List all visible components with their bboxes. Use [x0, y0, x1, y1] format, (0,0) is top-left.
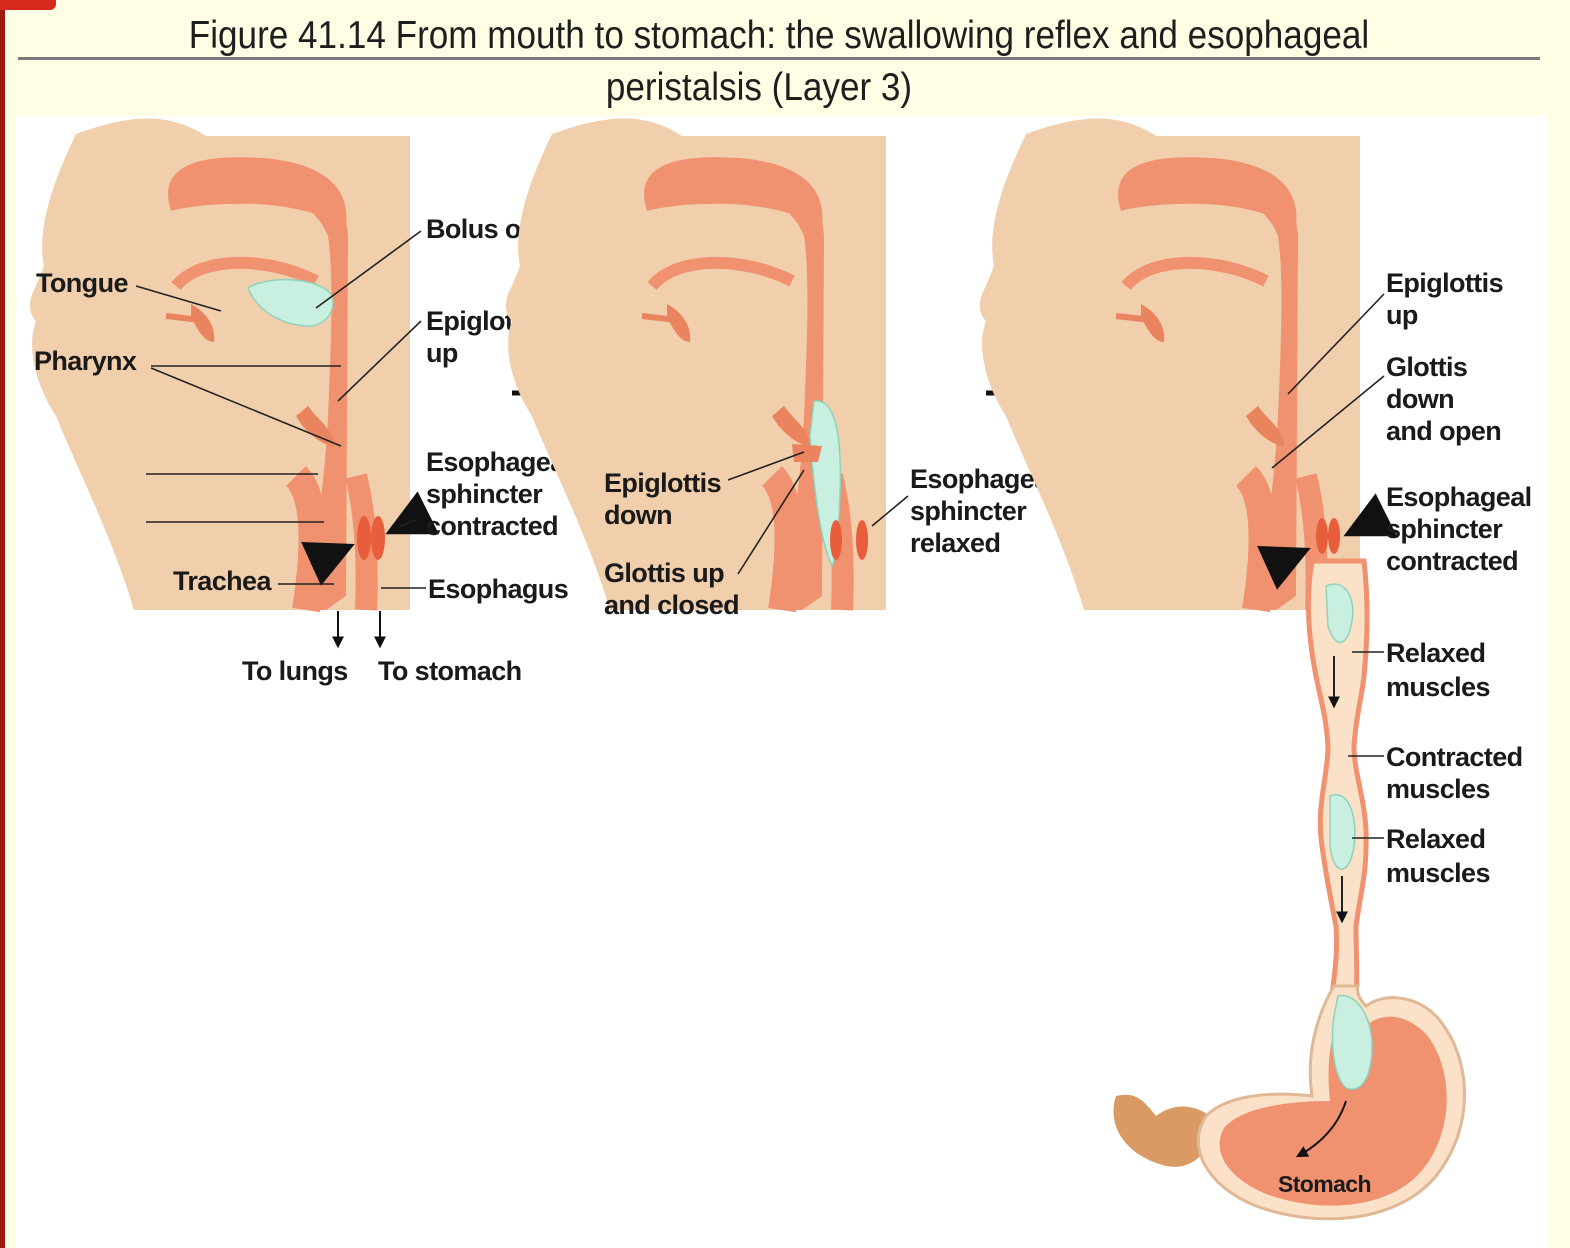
- leader-glottis-up: [737, 469, 805, 575]
- label-trachea: Trachea: [173, 566, 272, 596]
- label-tongue: Tongue: [36, 268, 128, 298]
- swallowing-diagram: Bolus of food Tongue Pharynx Epiglottis …: [16, 116, 1532, 1221]
- sphincter2-left: [830, 520, 842, 560]
- label-pharynx: Pharynx: [34, 346, 137, 376]
- label-sphincter-3c: contracted: [1386, 546, 1518, 576]
- bolus-of-food: [247, 278, 334, 327]
- figure-title-line-2: peristalsis (Layer 3): [605, 66, 913, 109]
- figure-title-line-1: Figure 41.14 From mouth to stomach: the …: [188, 14, 1370, 57]
- label-glottis-down-2: down: [1386, 384, 1454, 414]
- leader-bolus: [315, 230, 422, 309]
- label-esophagus: Esophagus: [428, 574, 568, 604]
- sphincter3-arrow-left: [1257, 546, 1311, 590]
- label-glottis-up-1: Glottis up: [604, 558, 724, 588]
- sphincter3-left: [1316, 518, 1328, 554]
- label-relaxed-1b: muscles: [1386, 672, 1490, 702]
- esophagus-tube: [1306, 558, 1370, 999]
- label-relaxed-1a: Relaxed: [1386, 638, 1485, 668]
- label-sphincter-2b: sphincter: [910, 496, 1027, 526]
- figure-panel: Bolus of food Tongue Pharynx Epiglottis …: [16, 116, 1548, 1248]
- label-glottis-down-3: and open: [1386, 416, 1501, 446]
- slide-edge-bar: [0, 0, 5, 1248]
- label-relaxed-2b: muscles: [1386, 858, 1490, 888]
- label-contracted-2: muscles: [1386, 774, 1490, 804]
- label-sphincter-3b: sphincter: [1386, 514, 1503, 544]
- sphincter-right: [371, 516, 385, 560]
- panel-1-head: [16, 116, 440, 649]
- sphincter-left: [357, 516, 371, 560]
- sphincter2-right: [856, 520, 868, 560]
- label-epiglottis-up-3a: Epiglottis: [1386, 268, 1503, 298]
- bolus-esophagus-1: [1325, 583, 1354, 644]
- bolus-esophagus-2: [1329, 793, 1356, 870]
- label-to-lungs: To lungs: [242, 656, 348, 686]
- label-sphincter-1c: contracted: [426, 511, 558, 541]
- stomach-flow-arrow: [1295, 1100, 1347, 1158]
- panel-3-head: [966, 116, 1398, 610]
- label-relaxed-2a: Relaxed: [1386, 824, 1485, 854]
- label-to-stomach: To stomach: [378, 656, 522, 686]
- title-divider: [18, 57, 1540, 60]
- label-stomach: Stomach: [1278, 1171, 1371, 1197]
- label-epiglottis-down-2: down: [604, 500, 672, 530]
- leader-glottis-down: [1271, 375, 1385, 469]
- label-glottis-up-2: and closed: [604, 590, 739, 620]
- leader-epiglottis-up-3: [1287, 293, 1385, 395]
- slide-corner-tab: [0, 0, 56, 10]
- epiglottis-down: [792, 444, 822, 462]
- leader-sphincter-1: [400, 519, 417, 527]
- leader-epiglottis-down: [727, 451, 805, 481]
- duodenum: [1113, 1094, 1212, 1167]
- leader-epiglottis-up: [337, 320, 422, 402]
- label-epiglottis-up-2: up: [426, 338, 458, 368]
- leader-pharynx-b: [150, 367, 342, 447]
- label-epiglottis-down-1: Epiglottis: [604, 468, 721, 498]
- leader-sphincter-2: [871, 495, 909, 527]
- panel-2-head: [492, 116, 886, 610]
- label-sphincter-3a: Esophageal: [1386, 482, 1532, 512]
- sphincter3-right: [1328, 518, 1340, 554]
- leader-tongue: [135, 285, 222, 312]
- sphincter-arrow-left: [301, 542, 355, 586]
- label-contracted-1: Contracted: [1386, 742, 1523, 772]
- sphincter3-arrow-right: [1343, 493, 1398, 537]
- label-glottis-down-1: Glottis: [1386, 352, 1467, 382]
- stomach-organ: [1113, 984, 1466, 1221]
- label-sphincter-2c: relaxed: [910, 528, 1000, 558]
- label-sphincter-1b: sphincter: [426, 479, 543, 509]
- label-epiglottis-up-3b: up: [1386, 300, 1418, 330]
- bolus-stomach: [1331, 994, 1373, 1090]
